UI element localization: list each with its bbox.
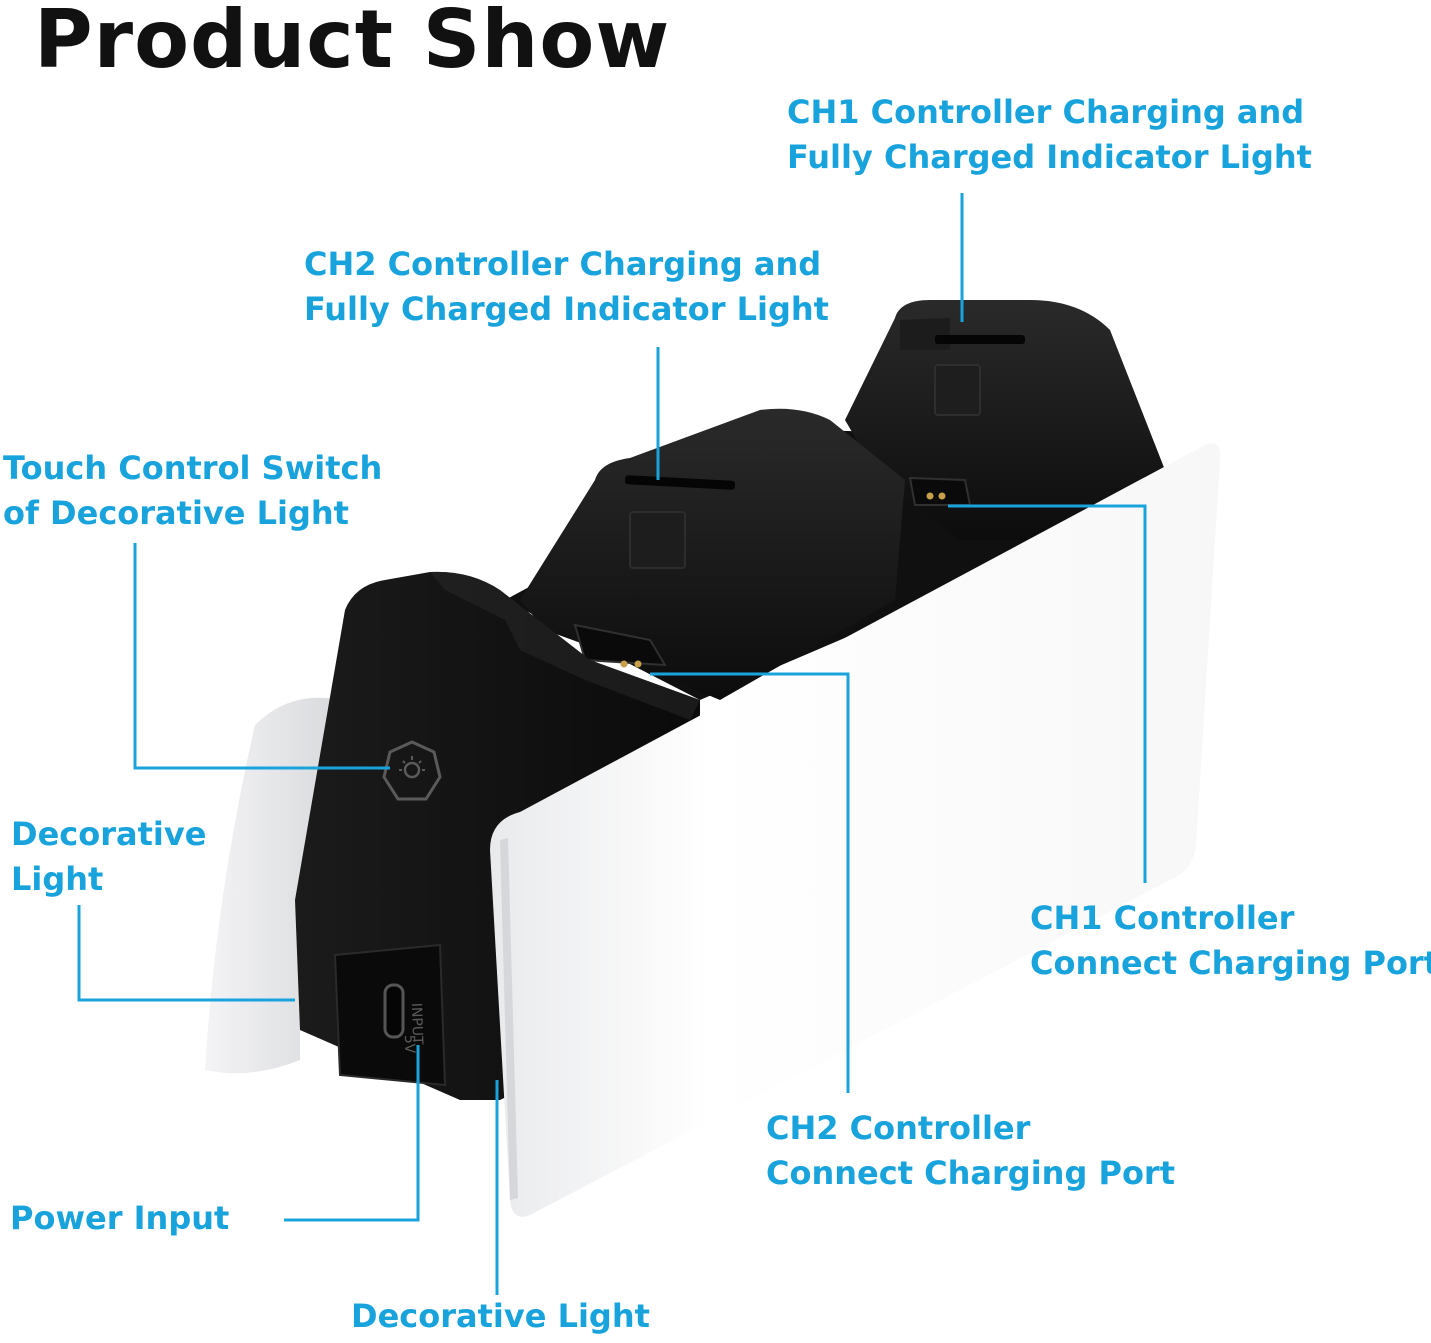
decorative-light-left-label-line-2: Light (11, 860, 104, 898)
ch2-cradle (520, 408, 905, 700)
ch2-port-label-line-1: CH2 Controller (766, 1109, 1031, 1147)
ch2-indicator-label-line-1: CH2 Controller Charging and (304, 245, 822, 283)
right-white-panel (490, 443, 1221, 1217)
touch-switch-label: Touch Control Switch of Decorative Light (3, 446, 382, 536)
decorative-light-left-label-line-1: Decorative (11, 815, 207, 853)
usb-c-port-icon (383, 983, 405, 1039)
light-switch-icon (382, 740, 442, 801)
ch1-port-label-line-2: Connect Charging Port (1030, 944, 1431, 982)
page-title: Product Show (34, 0, 671, 86)
ch2-indicator-slot (624, 475, 735, 490)
ch1-indicator-slot (935, 335, 1025, 344)
port-marking-2: 5V (401, 1035, 418, 1054)
ch1-port-label-line-1: CH1 Controller (1030, 899, 1295, 937)
ch1-indicator-label-line-1: CH1 Controller Charging and (787, 93, 1305, 131)
ch2-indicator-label-line-2: Fully Charged Indicator Light (304, 290, 829, 328)
touch-switch-label-line-2: of Decorative Light (3, 494, 349, 532)
power-input-label-line-1: Power Input (10, 1199, 230, 1237)
touch-switch-label-line-1: Touch Control Switch (3, 449, 383, 487)
touch-switch-line (133, 543, 390, 770)
decorative-light-bottom-label: Decorative Light (351, 1294, 650, 1339)
ch1-indicator-label: CH1 Controller Charging and Fully Charge… (787, 90, 1312, 180)
power-input-line (284, 1045, 420, 1222)
power-input-label: Power Input (10, 1196, 229, 1241)
left-white-shell (205, 697, 340, 1074)
ch2-port-label-line-2: Connect Charging Port (766, 1154, 1175, 1192)
ch1-port-label: CH1 Controller Connect Charging Port (1030, 896, 1431, 986)
ch1-port-line (948, 504, 1147, 883)
decorative-light-left-line (77, 905, 295, 1002)
decorative-light-bottom-label-line-1: Decorative Light (351, 1297, 650, 1335)
port-marking-1: INPUT (408, 1003, 425, 1046)
decorative-light-left-label: Decorative Light (11, 812, 206, 902)
ch1-indicator-label-line-2: Fully Charged Indicator Light (787, 138, 1312, 176)
ch2-port-line (650, 672, 850, 1093)
ch2-port-label: CH2 Controller Connect Charging Port (766, 1106, 1175, 1196)
ch2-indicator-label: CH2 Controller Charging and Fully Charge… (304, 242, 829, 332)
ch1-cradle (845, 300, 1165, 540)
callout-lines (77, 193, 1147, 1295)
